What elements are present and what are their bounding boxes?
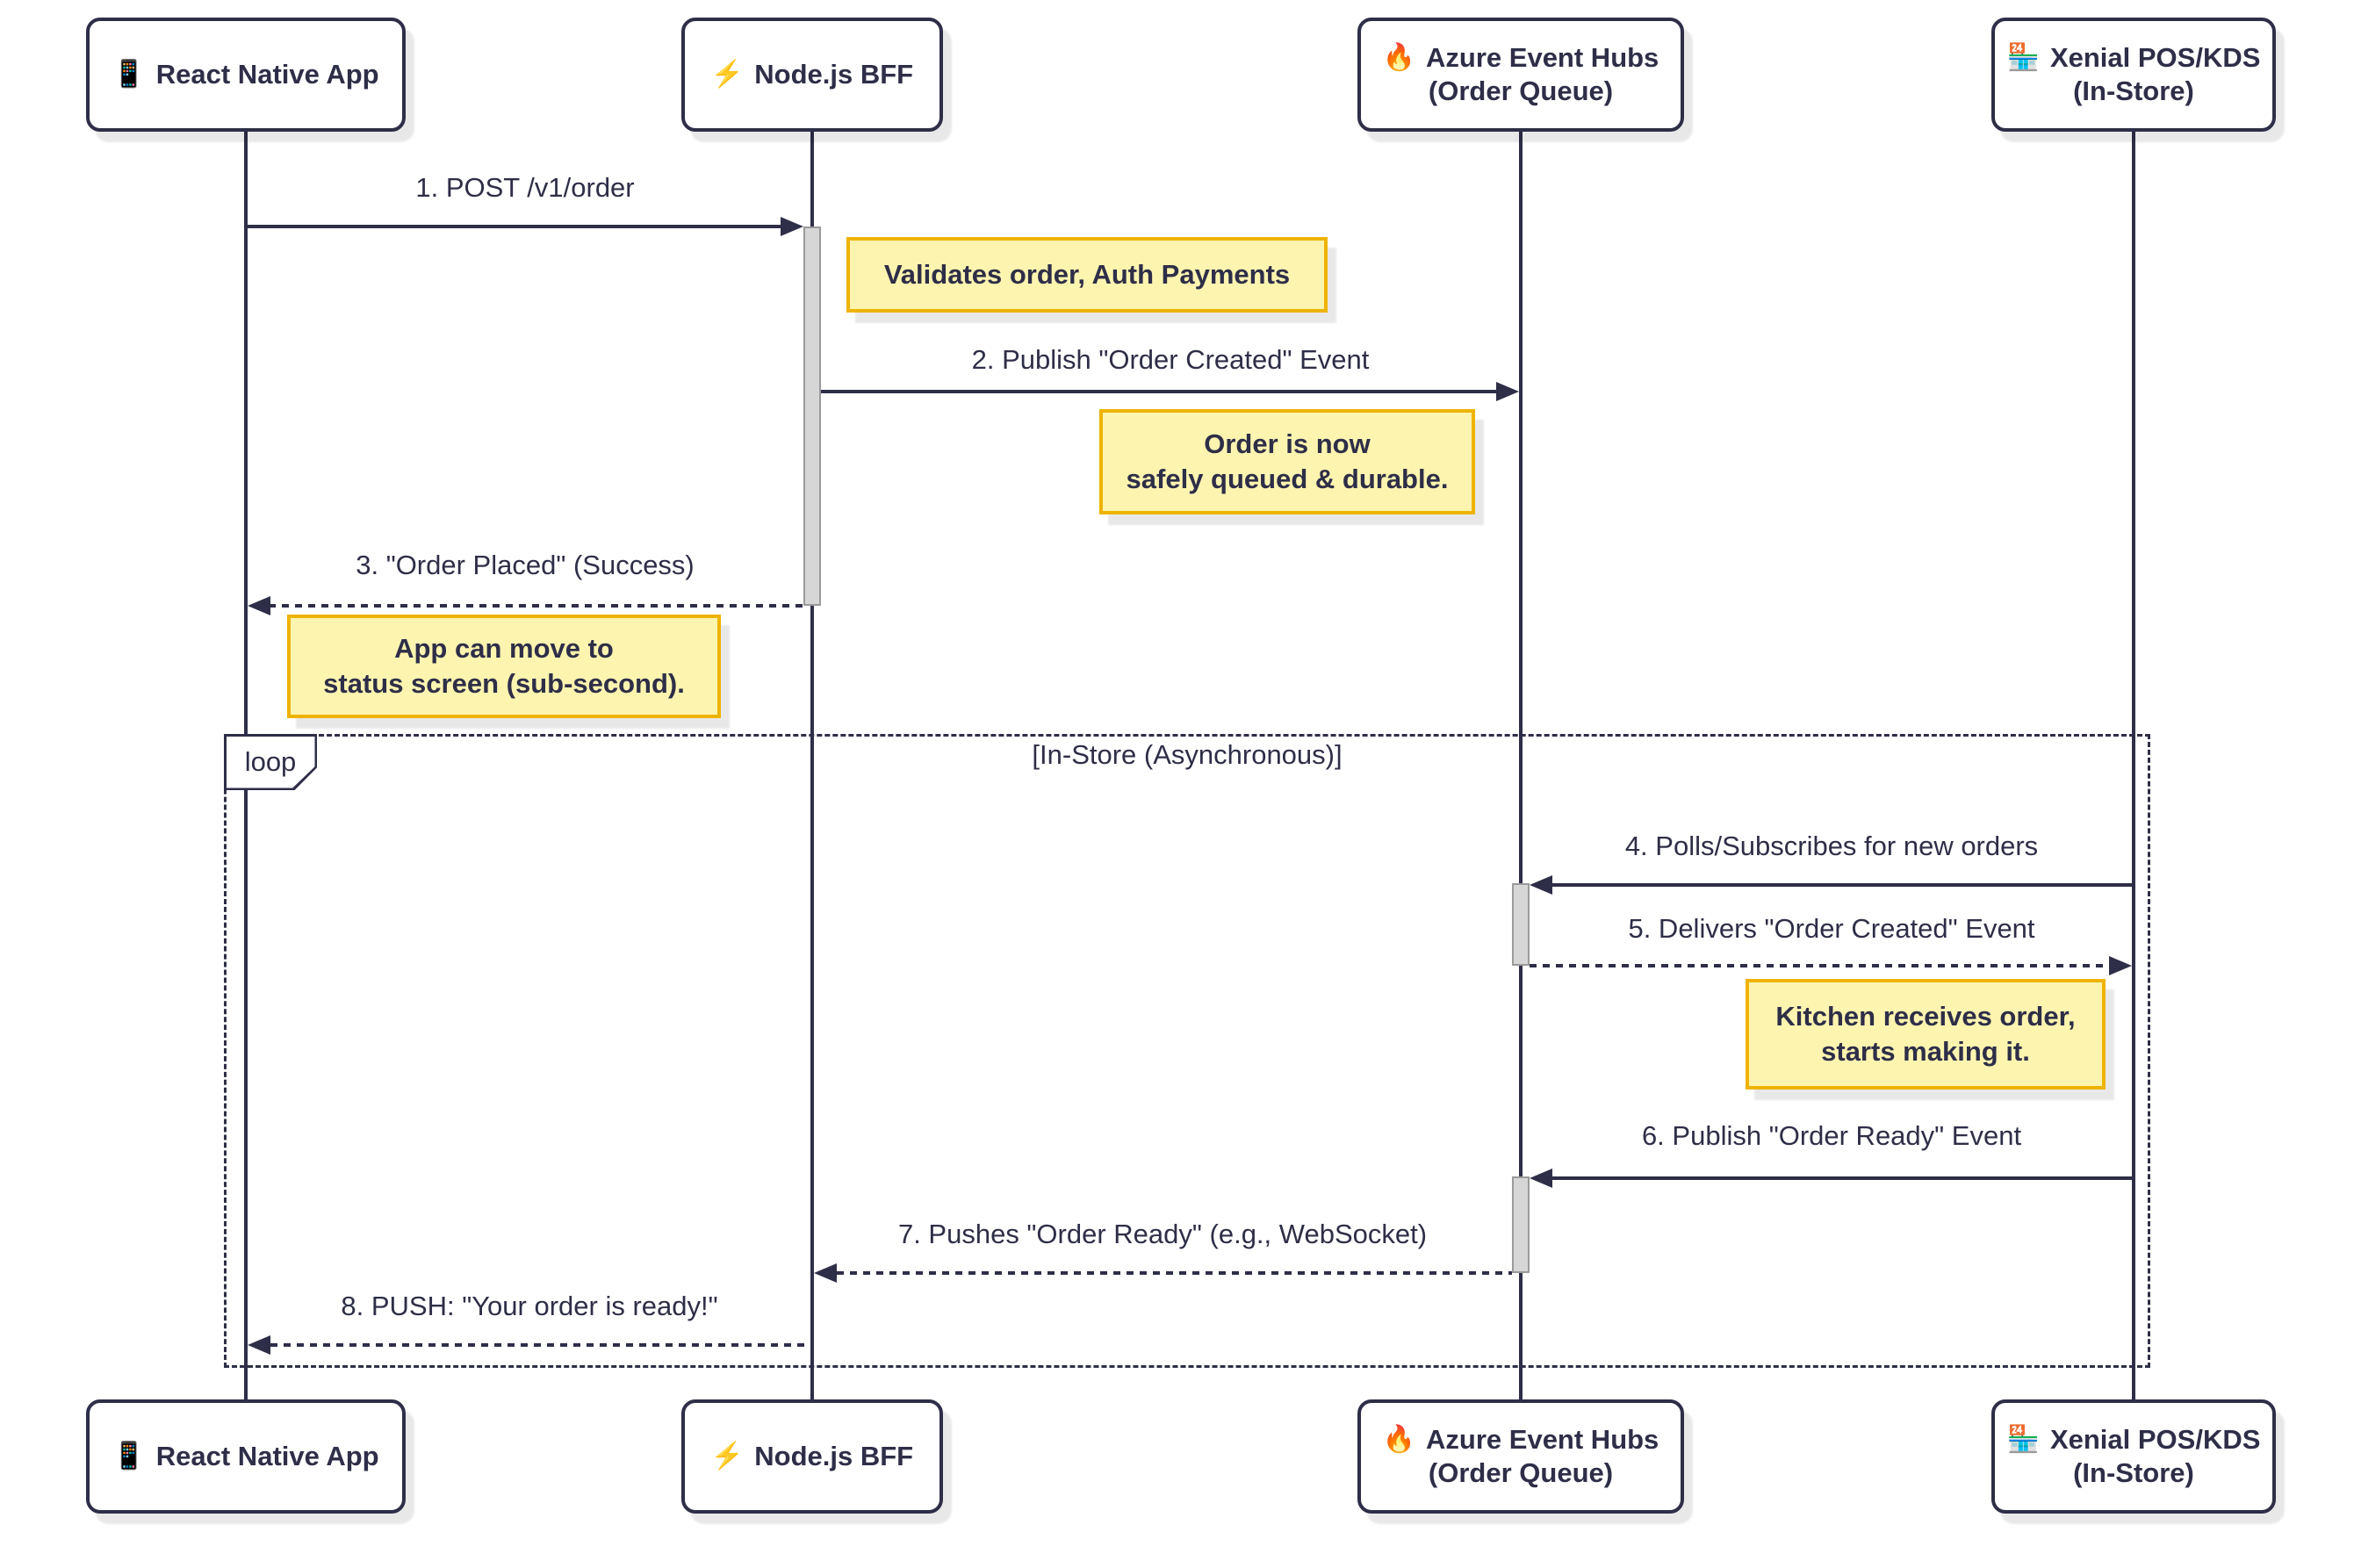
activation-bar-bff bbox=[803, 227, 821, 606]
message-2-arrowhead bbox=[1496, 382, 1519, 401]
note-validates-order: Validates order, Auth Payments bbox=[846, 237, 1328, 313]
message-6-line bbox=[1552, 1176, 2134, 1180]
participant-label: Azure Event Hubs bbox=[1426, 1424, 1659, 1455]
lifeline-xenial-pos bbox=[2132, 132, 2135, 1401]
loop-label-text: loop bbox=[244, 746, 297, 777]
message-8-line bbox=[270, 1343, 812, 1347]
lifeline-azure-event-hubs bbox=[1519, 132, 1523, 1401]
message-4-arrowhead bbox=[1530, 875, 1552, 895]
participant-sublabel: (Order Queue) bbox=[1428, 76, 1614, 106]
message-6-label: 6. Publish "Order Ready" Event bbox=[1634, 1120, 2029, 1152]
message-2-line bbox=[821, 390, 1498, 393]
store-icon: 🏪 bbox=[2006, 43, 2040, 72]
message-1-arrowhead bbox=[781, 217, 803, 236]
note-kitchen-receives: Kitchen receives order, starts making it… bbox=[1746, 979, 2106, 1090]
fire-icon: 🔥 bbox=[1382, 1425, 1416, 1454]
participant-label: Azure Event Hubs bbox=[1426, 42, 1659, 73]
note-order-queued: Order is now safely queued & durable. bbox=[1099, 409, 1475, 514]
fire-icon: 🔥 bbox=[1382, 43, 1416, 72]
message-3-arrowhead bbox=[248, 596, 270, 615]
participant-xenial-pos-bottom: 🏪 Xenial POS/KDS (In-Store) bbox=[1991, 1399, 2276, 1514]
message-1-label: 1. POST /v1/order bbox=[408, 172, 642, 204]
message-8-label: 8. PUSH: "Your order is ready!" bbox=[334, 1291, 725, 1322]
message-5-line bbox=[1530, 964, 2111, 967]
participant-azure-event-hubs-bottom: 🔥 Azure Event Hubs (Order Queue) bbox=[1357, 1399, 1684, 1514]
participant-react-native-app-bottom: 📱 React Native App bbox=[86, 1399, 406, 1514]
participant-azure-event-hubs-top: 🔥 Azure Event Hubs (Order Queue) bbox=[1357, 18, 1684, 132]
message-7-arrowhead bbox=[814, 1263, 837, 1283]
mobile-phone-icon: 📱 bbox=[112, 60, 146, 89]
participant-xenial-pos-top: 🏪 Xenial POS/KDS (In-Store) bbox=[1991, 18, 2276, 132]
participant-sublabel: (Order Queue) bbox=[1428, 1457, 1614, 1488]
participant-react-native-app-top: 📱 React Native App bbox=[86, 18, 406, 132]
loop-title: [In-Store (Asynchronous)] bbox=[1023, 739, 1351, 771]
note-text: App can move to bbox=[394, 633, 614, 664]
loop-frame bbox=[224, 734, 2150, 1368]
lifeline-nodejs-bff bbox=[810, 132, 814, 1401]
message-1-line bbox=[246, 225, 782, 228]
loop-label: loop bbox=[224, 734, 317, 790]
note-text: starts making it. bbox=[1821, 1036, 2030, 1067]
participant-nodejs-bff-top: ⚡ Node.js BFF bbox=[681, 18, 943, 132]
note-app-status-screen: App can move to status screen (sub-secon… bbox=[287, 615, 721, 718]
lightning-icon: ⚡ bbox=[710, 1442, 745, 1471]
message-2-label: 2. Publish "Order Created" Event bbox=[964, 344, 1377, 376]
participant-label: Node.js BFF bbox=[754, 59, 914, 90]
message-6-arrowhead bbox=[1530, 1169, 1552, 1188]
message-7-line bbox=[837, 1271, 1512, 1275]
mobile-phone-icon: 📱 bbox=[112, 1442, 146, 1471]
message-8-arrowhead bbox=[248, 1335, 270, 1355]
message-7-label: 7. Pushes "Order Ready" (e.g., WebSocket… bbox=[890, 1219, 1435, 1250]
participant-label: React Native App bbox=[155, 59, 379, 90]
participant-label: React Native App bbox=[155, 1441, 379, 1471]
store-icon: 🏪 bbox=[2006, 1425, 2040, 1454]
note-text: Kitchen receives order, bbox=[1775, 1001, 2076, 1032]
participant-nodejs-bff-bottom: ⚡ Node.js BFF bbox=[681, 1399, 943, 1514]
message-4-label: 4. Polls/Subscribes for new orders bbox=[1617, 831, 2046, 862]
participant-label: Node.js BFF bbox=[754, 1441, 914, 1471]
note-text: status screen (sub-second). bbox=[323, 668, 685, 699]
note-text: Order is now bbox=[1204, 428, 1371, 459]
lightning-icon: ⚡ bbox=[710, 60, 745, 89]
message-3-label: 3. "Order Placed" (Success) bbox=[349, 550, 702, 581]
note-text: Validates order, Auth Payments bbox=[883, 259, 1291, 290]
message-3-line bbox=[269, 604, 803, 608]
participant-sublabel: (In-Store) bbox=[2073, 1457, 2194, 1488]
activation-bar-event-hubs-2 bbox=[1512, 1176, 1530, 1273]
participant-label: Xenial POS/KDS bbox=[2049, 42, 2261, 73]
message-5-label: 5. Delivers "Order Created" Event bbox=[1621, 913, 2042, 945]
participant-label: Xenial POS/KDS bbox=[2049, 1424, 2261, 1455]
note-text: safely queued & durable. bbox=[1126, 464, 1449, 494]
activation-bar-event-hubs-1 bbox=[1512, 883, 1530, 966]
message-4-line bbox=[1552, 883, 2134, 887]
participant-sublabel: (In-Store) bbox=[2073, 76, 2194, 106]
message-5-arrowhead bbox=[2109, 956, 2132, 975]
